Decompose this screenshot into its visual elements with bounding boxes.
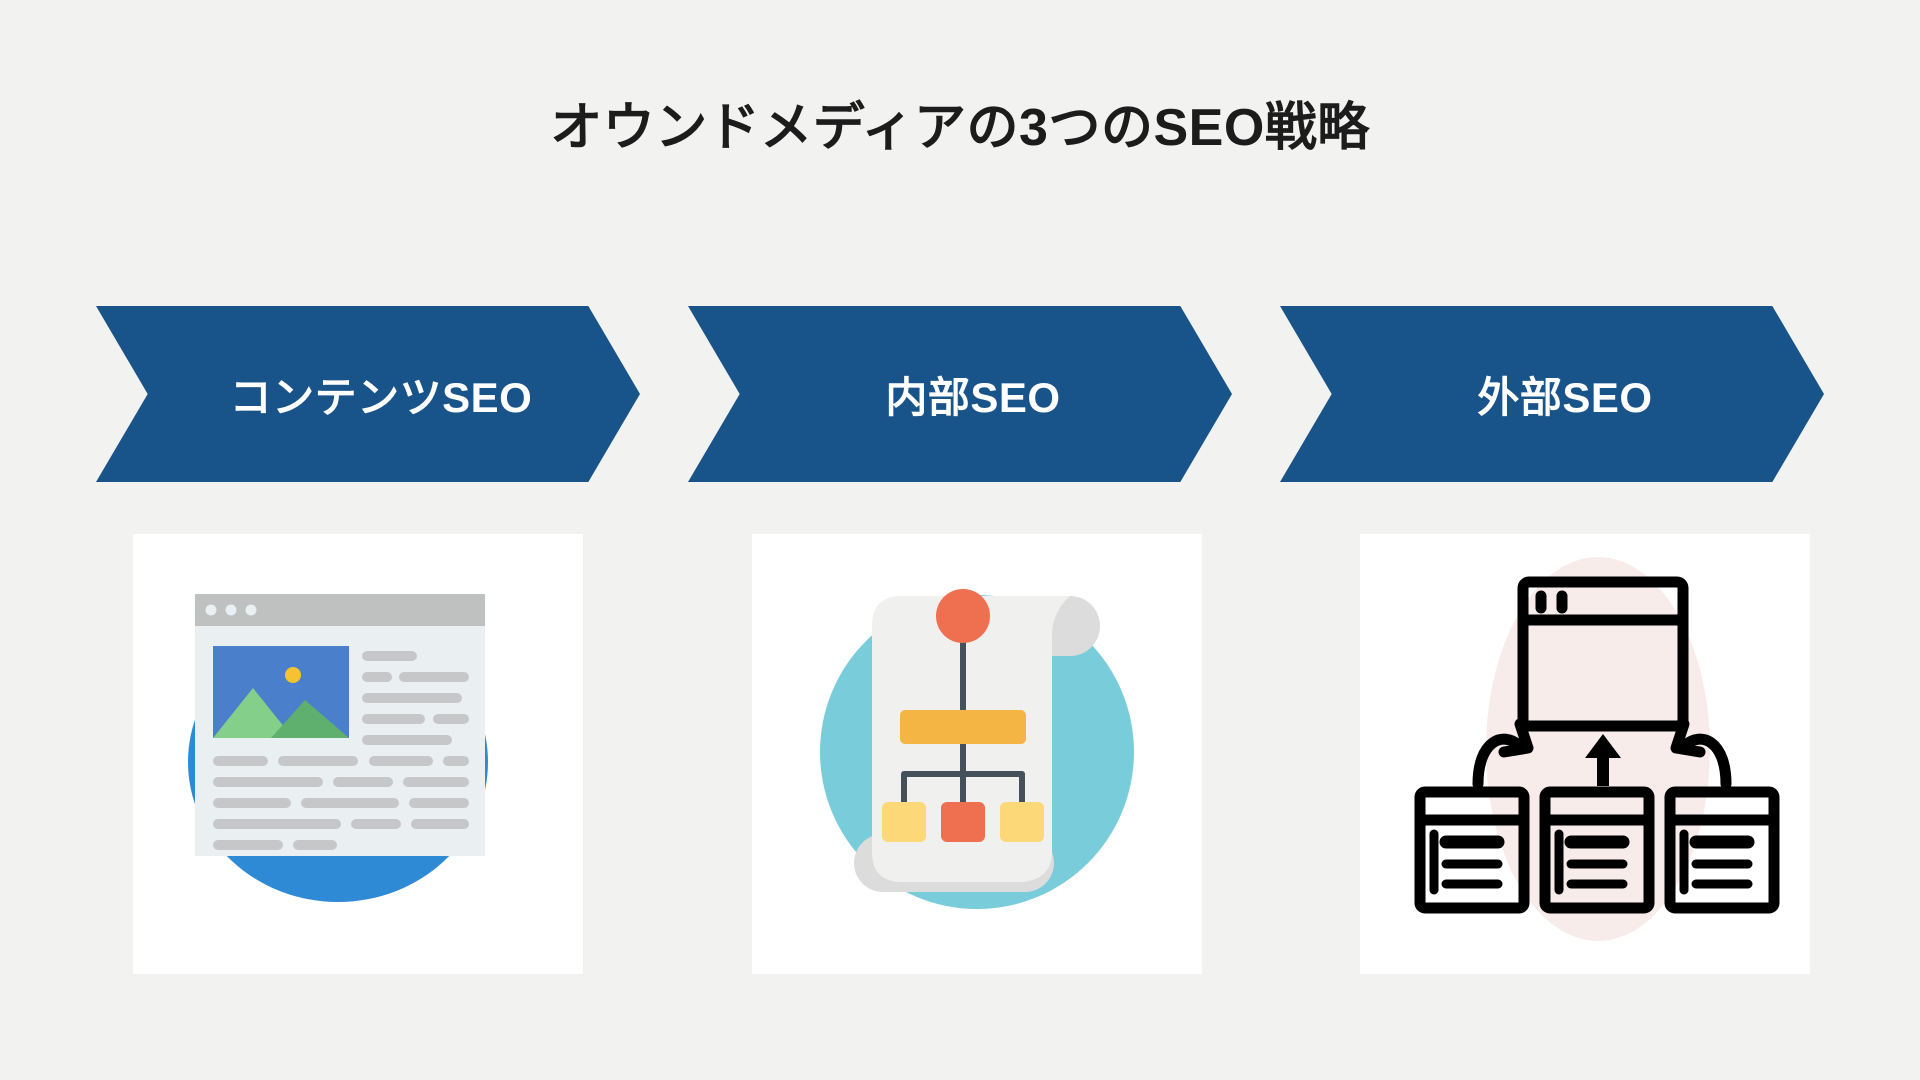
illustration-card-external-seo [1360, 534, 1810, 974]
text-line [293, 840, 337, 850]
strategy-banner-internal-seo[interactable]: 内部SEO [688, 306, 1232, 482]
content-article-page-illustration [188, 594, 488, 902]
main-site-window [1517, 576, 1689, 732]
text-line [409, 798, 469, 808]
text-line [362, 693, 462, 703]
strategy-banner-label-3: 外部SEO [1477, 373, 1653, 421]
text-line [278, 756, 358, 766]
text-line [301, 798, 399, 808]
text-line [403, 777, 469, 787]
browser-titlebar [195, 594, 485, 626]
strategy-banner-label-1: コンテンツSEO [229, 373, 533, 421]
browser-dot-icon [205, 604, 217, 616]
mountain-light-icon [213, 688, 293, 738]
page-title: オウンドメディアの3つのSEO戦略 [550, 99, 1370, 157]
illustration-card-internal-seo [752, 534, 1202, 974]
sun-icon [285, 667, 301, 683]
text-line [362, 735, 452, 745]
text-line [433, 714, 469, 724]
page-title-container: オウンドメディアの3つのSEO戦略 [0, 96, 1920, 161]
referring-site-card-right [1664, 786, 1780, 914]
text-line [213, 798, 291, 808]
referring-site-card-left [1414, 786, 1530, 914]
diagram-node-leaf-left [882, 802, 926, 842]
backlink-network-illustration [1414, 557, 1780, 941]
text-line [411, 819, 469, 829]
site-structure-diagram-illustration [820, 589, 1134, 909]
text-line [213, 840, 283, 850]
strategy-banner-row: コンテンツSEO 内部SEO 外部SEO [0, 306, 1920, 482]
illustration-card-content-seo [133, 534, 583, 974]
inbound-link-curve-right-icon [1670, 718, 1732, 790]
diagram-node-bar [900, 710, 1026, 744]
text-line [213, 777, 323, 787]
diagram-node-leaf-right [1000, 802, 1044, 842]
text-line [362, 672, 392, 682]
strategy-banner-content-seo[interactable]: コンテンツSEO [96, 306, 640, 482]
browser-dot-icon [245, 604, 257, 616]
text-line [443, 756, 469, 766]
text-line [213, 756, 268, 766]
text-line [213, 819, 341, 829]
referring-site-card-center [1539, 786, 1655, 914]
text-line [362, 651, 417, 661]
inbound-link-curve-left-icon [1472, 718, 1534, 790]
diagram-node-leaf-center [941, 802, 985, 842]
text-line [333, 777, 393, 787]
diagram-node-root [936, 589, 990, 643]
inbound-arrow-up-icon [1585, 734, 1621, 786]
mountain-dark-icon [271, 700, 349, 738]
strategy-banner-external-seo[interactable]: 外部SEO [1280, 306, 1824, 482]
text-line [369, 756, 433, 766]
browser-dot-icon [225, 604, 237, 616]
text-line [351, 819, 401, 829]
strategy-banner-label-2: 内部SEO [885, 373, 1061, 421]
text-line [399, 672, 469, 682]
text-line [362, 714, 425, 724]
connector-branch [901, 771, 1025, 809]
